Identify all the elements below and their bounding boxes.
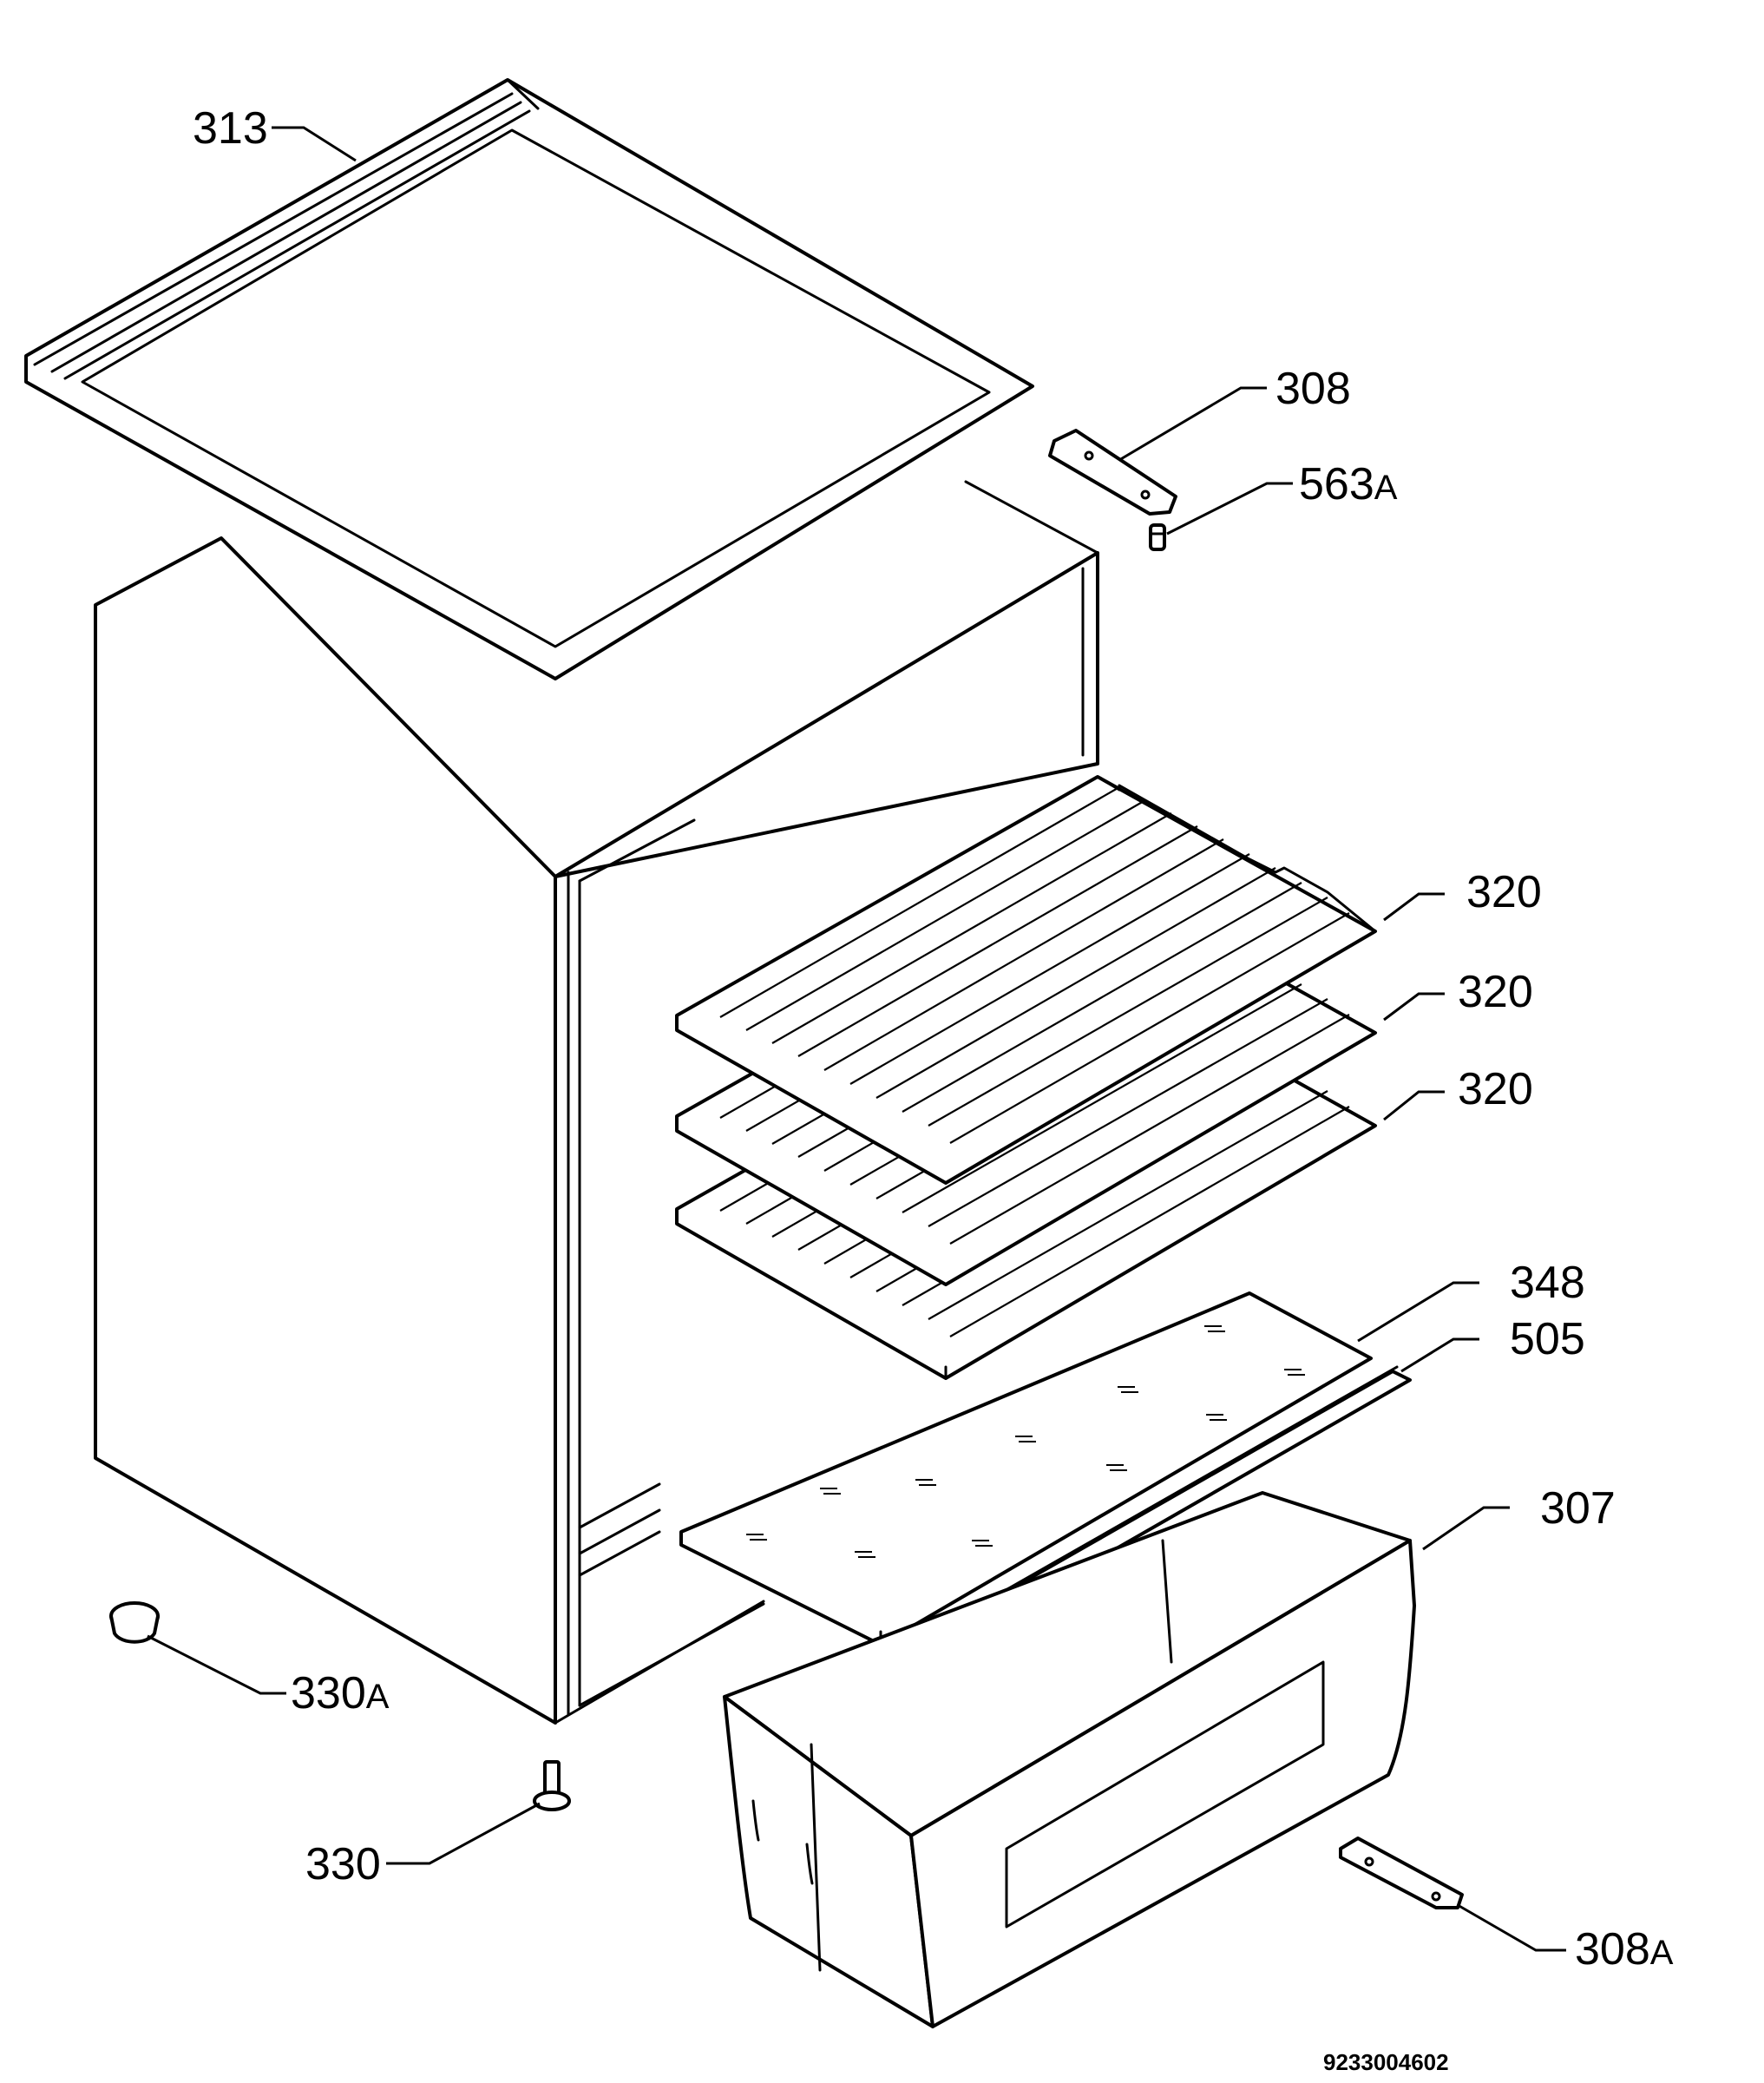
crisper-drawer: [723, 1491, 1416, 2028]
glass-shelf: [679, 1291, 1373, 1646]
part-labels: 313 308 563A 320 320 320 348 505 307 330…: [193, 103, 1674, 2075]
adjustable-foot: [533, 1760, 571, 1811]
label-308A: 308A: [1575, 1924, 1674, 1975]
hinge-bottom: [1339, 1837, 1464, 1909]
label-320-middle: 320: [1458, 967, 1533, 1017]
label-313: 313: [193, 103, 268, 154]
label-308: 308: [1275, 364, 1351, 414]
hinge-pin: [1149, 523, 1166, 551]
label-307: 307: [1540, 1483, 1616, 1534]
label-320-top: 320: [1466, 867, 1542, 917]
worktop-lid: [24, 78, 1034, 680]
cabinet-body: [94, 480, 1099, 1725]
wire-shelf-top: [675, 775, 1377, 1185]
drawing-code: 9233004602: [1323, 2049, 1449, 2075]
label-563A: 563A: [1299, 459, 1398, 509]
hinge-top: [1048, 429, 1177, 516]
label-320-bottom: 320: [1458, 1064, 1533, 1114]
label-330A: 330A: [291, 1668, 390, 1718]
label-330: 330: [305, 1839, 381, 1889]
foot-cap: [109, 1601, 160, 1644]
leader-lines: [147, 126, 1566, 1952]
label-505: 505: [1510, 1314, 1585, 1364]
label-348: 348: [1510, 1258, 1585, 1308]
